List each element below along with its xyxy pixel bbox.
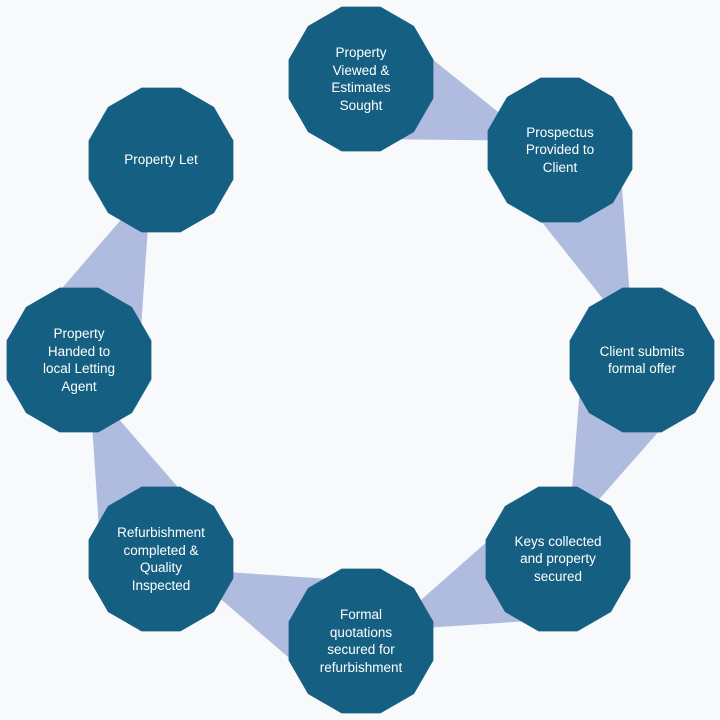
node-handed	[6, 287, 152, 433]
node-offer	[569, 287, 715, 433]
node-refurbishment	[88, 486, 234, 632]
node-let	[88, 87, 234, 233]
node-keys	[485, 486, 631, 632]
node-layer	[6, 6, 715, 714]
node-quotations	[288, 568, 434, 714]
node-viewed	[288, 6, 434, 152]
node-prospectus	[487, 77, 633, 223]
